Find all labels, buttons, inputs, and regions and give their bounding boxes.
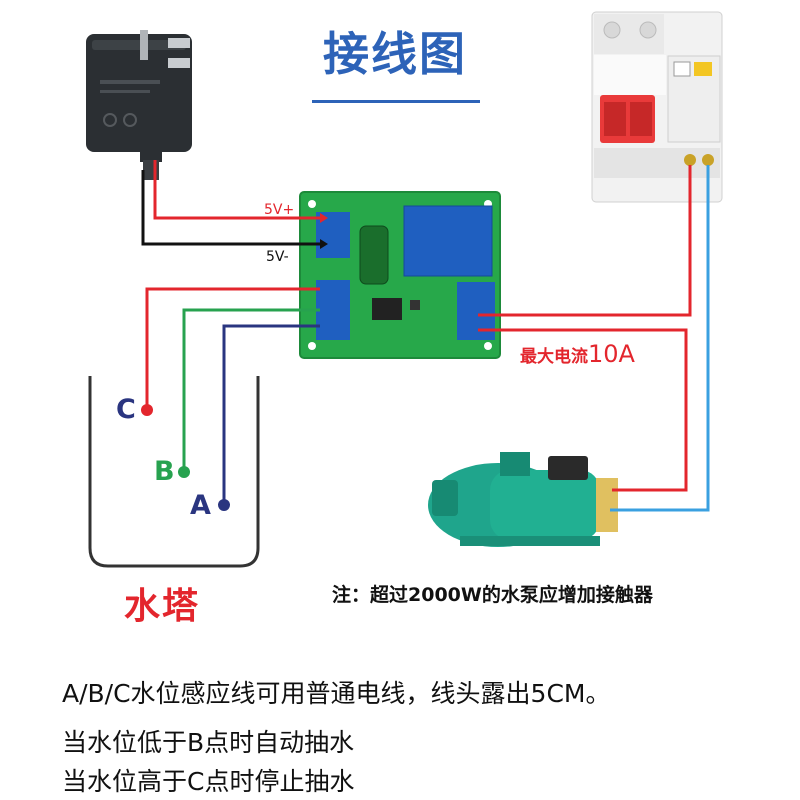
max-current-value: 10A: [588, 340, 635, 368]
instruction-line-2: 当水位低于B点时自动抽水: [62, 728, 355, 757]
wire-5v-plus: [153, 160, 320, 220]
arrow-icon: [320, 239, 328, 249]
wire-sensor-b: [182, 308, 320, 472]
relay-module-board: [299, 191, 501, 359]
water-tower-outline: [88, 376, 260, 568]
power-adapter-icon: [86, 30, 192, 180]
sensor-point-c: [141, 404, 153, 416]
note-text: 注：超过2000W的水泵应增加接触器: [332, 584, 653, 606]
page-title: 接线图: [323, 27, 467, 81]
label-max-current: 最大电流10A: [520, 340, 635, 368]
wire-breaker-red: [478, 165, 692, 317]
title-underline: [312, 100, 480, 103]
water-pump-icon: [428, 452, 618, 547]
wire-sensor-c: [145, 287, 320, 410]
wire-breaker-blue: [610, 165, 710, 512]
wire-sensor-a: [222, 324, 320, 505]
instruction-line-3: 当水位高于C点时停止抽水: [62, 767, 355, 796]
label-5v-minus: 5V-: [266, 249, 289, 265]
water-tower-label: 水塔: [124, 586, 201, 627]
point-label-b: B: [154, 456, 175, 487]
point-label-a: A: [190, 490, 211, 521]
label-5v-plus: 5V+: [264, 202, 295, 218]
wire-relay-pump: [478, 328, 688, 492]
sensor-point-b: [178, 466, 190, 478]
circuit-breaker-icon: [591, 11, 723, 203]
point-label-c: C: [116, 394, 136, 425]
sensor-point-a: [218, 499, 230, 511]
max-current-prefix: 最大电流: [520, 347, 588, 367]
instruction-line-1: A/B/C水位感应线可用普通电线，线头露出5CM。: [62, 679, 611, 708]
arrow-icon: [320, 213, 328, 223]
wire-5v-minus: [141, 170, 320, 246]
